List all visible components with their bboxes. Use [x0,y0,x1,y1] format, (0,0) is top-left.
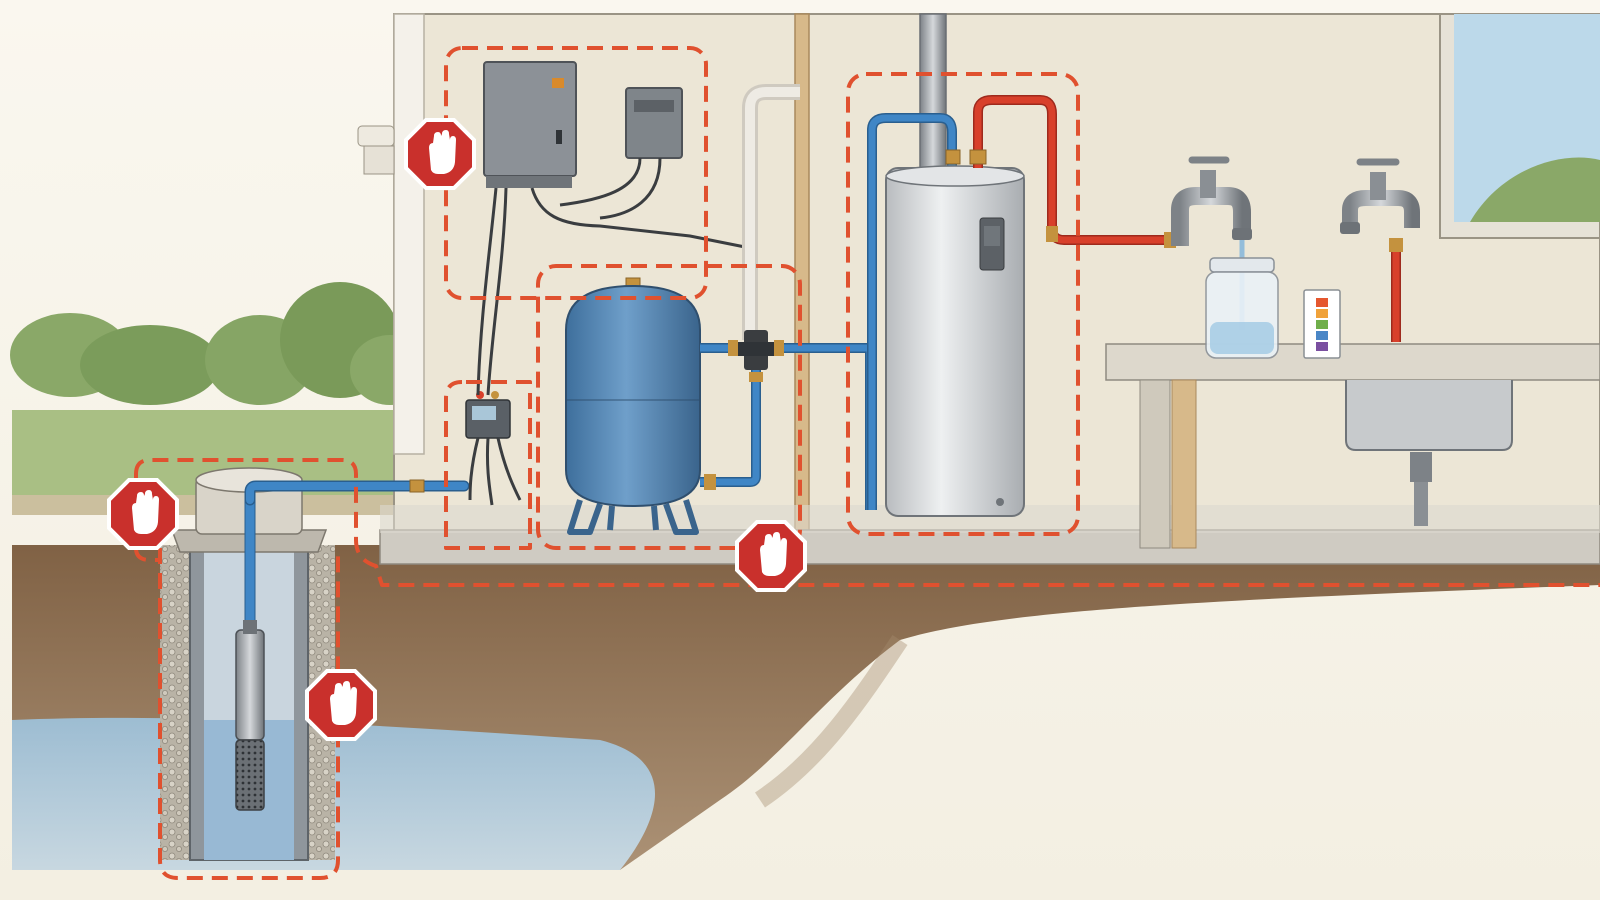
pressure-tank-icon [565,277,701,535]
stop-hand-icon [404,118,476,190]
faucet-icon [1171,156,1420,246]
water-jar-icon [1205,257,1279,359]
test-pad [1316,331,1328,340]
stop-hand-icon [107,478,179,550]
test-pad [1316,342,1328,351]
electrical-panel-icon [476,61,751,396]
pressure-switch-icon [465,391,522,506]
stop-hand-icon [305,669,377,741]
zone-well-shaft [158,548,340,880]
stop-markers [107,118,807,741]
test-pad [1316,298,1328,307]
stop-hand-icon [735,520,807,592]
water-heater-icon [867,113,1025,517]
zone-well-and-floor [134,458,1600,587]
drain-vent-pipe [742,13,947,340]
zone-water-heater [846,72,1080,536]
test-pad [1316,320,1328,329]
hot-water-line [945,95,1403,342]
test-pad [1316,309,1328,318]
zone-pressure-tank [536,264,802,550]
test-strip-icon [1303,289,1341,359]
zone-well-head [134,474,160,562]
zone-pressure-switch [444,380,532,550]
well-supply-line [244,479,470,506]
counter-and-sink [1105,343,1600,549]
concrete-floor [379,505,1600,565]
submersible-pump-icon [235,499,265,811]
